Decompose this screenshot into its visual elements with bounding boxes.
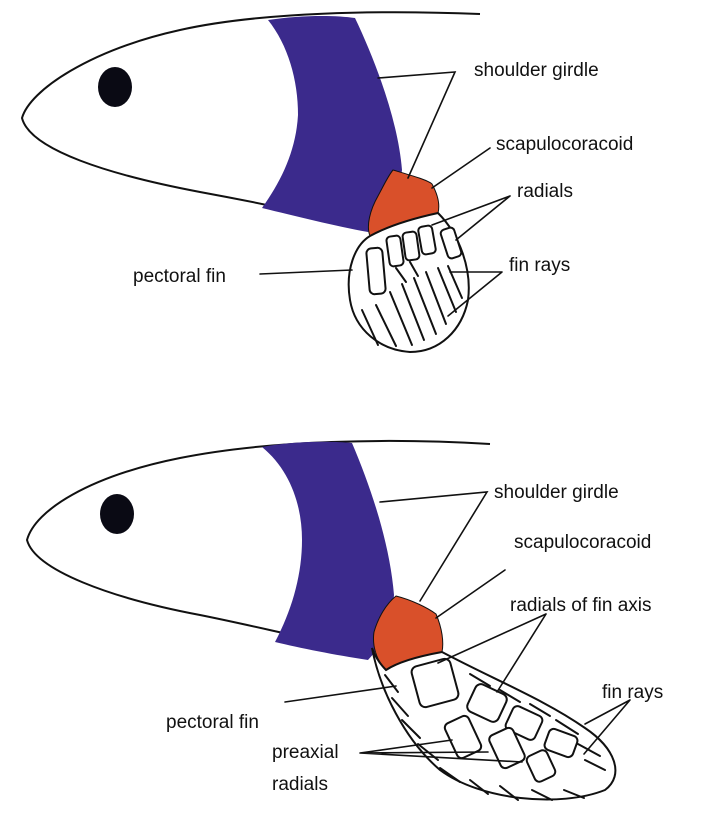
bottom-preaxial-radial bbox=[525, 749, 557, 783]
bottom-label-scapulocoracoid: scapulocoracoid bbox=[514, 532, 651, 553]
bottom-leader-shoulder-girdle bbox=[379, 491, 489, 602]
bottom-fin-ray bbox=[384, 674, 399, 693]
bottom-fin-ray bbox=[555, 719, 579, 735]
top-leader-shoulder-girdle bbox=[377, 71, 457, 179]
top-label-fin-rays: fin rays bbox=[509, 255, 570, 276]
bottom-leader-scapulocoracoid bbox=[435, 569, 506, 619]
top-fin-ray bbox=[361, 309, 379, 346]
bottom-fin-ray bbox=[577, 743, 601, 757]
top-label-radials: radials bbox=[517, 181, 573, 202]
bottom-pectoral-fin-outline bbox=[371, 647, 617, 801]
bottom-label-radials-of-fin-axis: radials of fin axis bbox=[510, 595, 652, 616]
bottom-shoulder-girdle bbox=[262, 441, 394, 660]
bottom-fish-figure: shoulder girdle scapulocoracoid radials … bbox=[25, 439, 663, 801]
bottom-label-fin-rays: fin rays bbox=[602, 682, 663, 703]
top-fin-ray bbox=[375, 304, 397, 347]
bottom-fin-ray bbox=[469, 673, 491, 687]
top-fin-ray bbox=[395, 267, 407, 283]
bottom-label-preaxial-line1: preaxial bbox=[272, 742, 339, 763]
top-radial bbox=[365, 246, 387, 296]
bottom-leader-pectoral-fin bbox=[284, 685, 397, 703]
top-leader-scapulocoracoid bbox=[431, 147, 491, 189]
bottom-fin-ray bbox=[584, 759, 606, 771]
bottom-fin-ray bbox=[401, 719, 421, 739]
bottom-axis-radial bbox=[543, 727, 579, 759]
bottom-fin-ray bbox=[469, 779, 489, 795]
bottom-axis-radial bbox=[410, 657, 460, 709]
bottom-fin-ray bbox=[499, 785, 519, 801]
bottom-axis-radial bbox=[504, 705, 544, 741]
top-fin-ray bbox=[389, 291, 413, 346]
top-radial bbox=[401, 230, 421, 262]
top-leader-fin-rays bbox=[447, 271, 503, 317]
bottom-label-preaxial-line2: radials bbox=[272, 774, 328, 795]
top-fin-ray bbox=[425, 271, 447, 325]
top-fin-ray bbox=[413, 277, 437, 335]
top-radial bbox=[385, 234, 405, 268]
bottom-leader-fin-rays bbox=[583, 699, 631, 755]
bottom-fin-ray bbox=[531, 789, 553, 801]
bottom-label-shoulder-girdle: shoulder girdle bbox=[494, 482, 619, 503]
bottom-fin-ray bbox=[563, 789, 585, 799]
bottom-label-pectoral-fin: pectoral fin bbox=[166, 712, 259, 733]
top-leader-pectoral-fin bbox=[259, 269, 353, 275]
bottom-fin-ray bbox=[529, 703, 551, 717]
top-radial bbox=[417, 224, 437, 256]
bottom-fin-ray bbox=[439, 767, 461, 783]
bottom-preaxial-radial bbox=[488, 726, 526, 770]
bottom-leader-radials-of-fin-axis bbox=[437, 613, 547, 693]
top-fish-figure: shoulder girdle scapulocoracoid radials … bbox=[20, 11, 633, 354]
bottom-preaxial-radial bbox=[443, 714, 483, 760]
bottom-fin-ray bbox=[391, 697, 409, 717]
bottom-fin-ray bbox=[499, 689, 521, 703]
top-label-shoulder-girdle: shoulder girdle bbox=[474, 60, 599, 81]
bottom-leader-preaxial-radials bbox=[359, 739, 523, 763]
top-leader-radials bbox=[431, 195, 511, 241]
top-radial bbox=[439, 226, 463, 260]
top-label-pectoral-fin: pectoral fin bbox=[133, 266, 226, 287]
bottom-eye bbox=[100, 494, 134, 534]
top-shoulder-girdle bbox=[262, 15, 402, 233]
top-fin-ray bbox=[437, 267, 457, 313]
top-eye bbox=[98, 67, 132, 107]
top-fin-ray bbox=[409, 261, 419, 277]
bottom-axis-radial bbox=[466, 683, 508, 723]
top-label-scapulocoracoid: scapulocoracoid bbox=[496, 134, 633, 155]
top-fin-ray bbox=[401, 283, 425, 341]
